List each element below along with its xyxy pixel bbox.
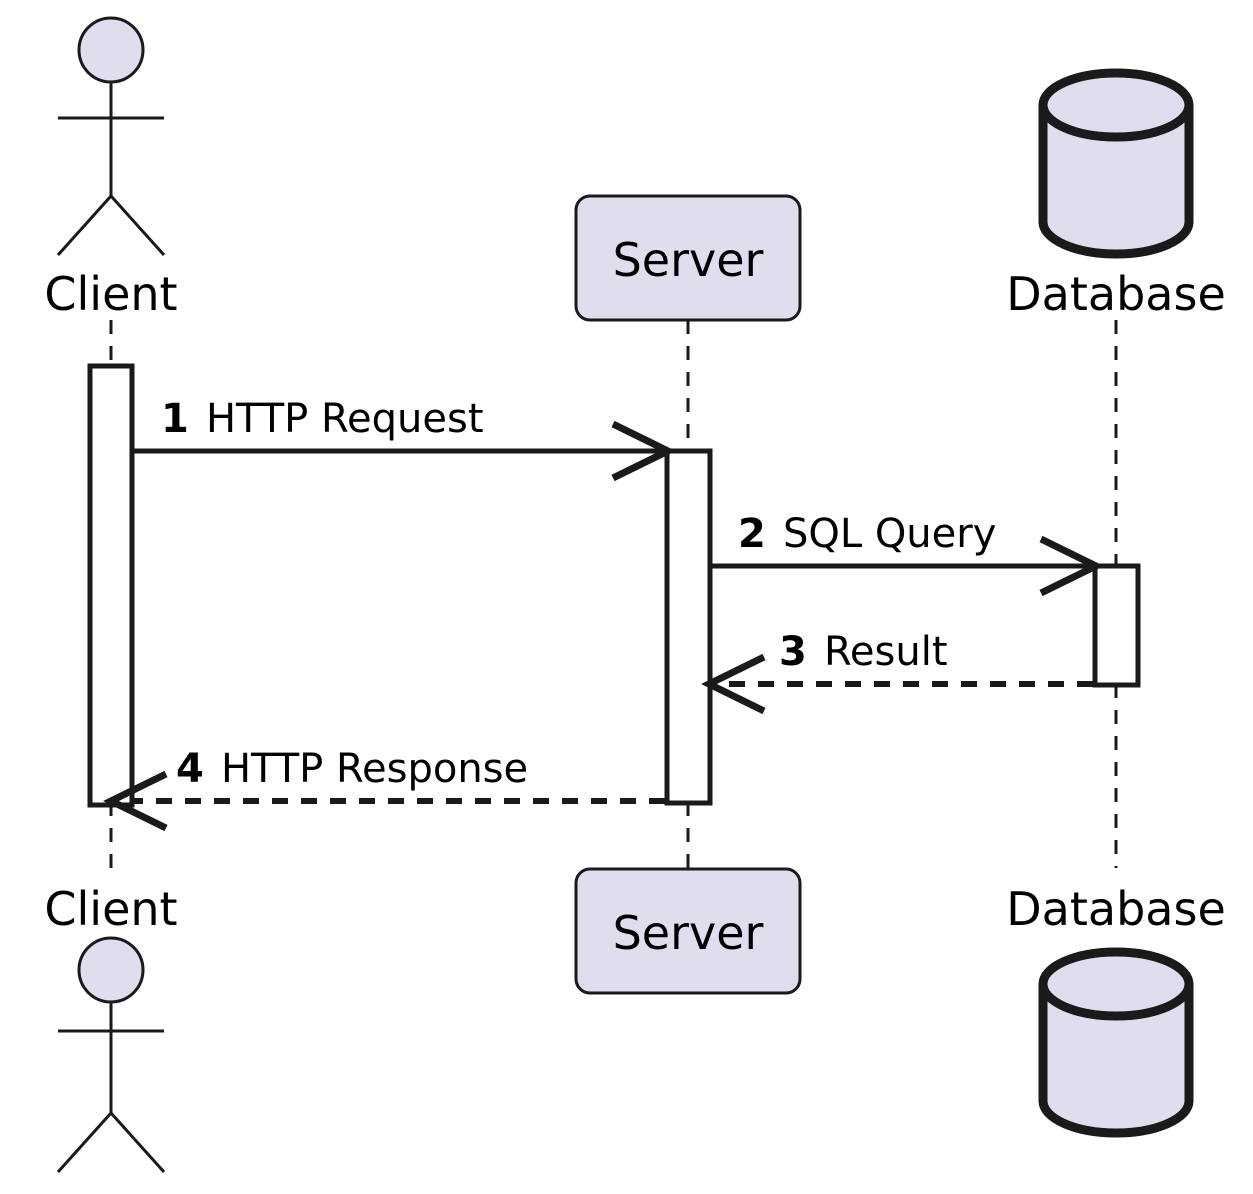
activation-bars bbox=[87, 363, 1141, 808]
actor-head-icon-bottom bbox=[77, 936, 145, 1004]
message-1-label: 1 HTTP Request bbox=[161, 396, 484, 442]
message-1[interactable]: 1 HTTP Request bbox=[134, 396, 676, 482]
actor-leg-right bbox=[109, 194, 166, 257]
participant-client-bottom[interactable]: Client bbox=[44, 882, 178, 1174]
database-cylinder-body-bottom bbox=[1038, 979, 1194, 1138]
actor-leg-right-bottom bbox=[109, 1111, 166, 1174]
participant-label-server-top: Server bbox=[613, 233, 764, 287]
participant-label-server-bottom: Server bbox=[613, 906, 764, 960]
message-1-text: HTTP Request bbox=[206, 396, 484, 442]
lifelines bbox=[109, 320, 1118, 868]
participant-label-database-bottom: Database bbox=[1006, 882, 1226, 936]
actor-leg-left bbox=[56, 194, 113, 257]
database-cylinder-body-top bbox=[1038, 100, 1194, 259]
participant-client-top[interactable]: Client bbox=[44, 16, 178, 321]
database-cylinder-top-ellipse bbox=[1038, 68, 1194, 142]
activation-bar-client[interactable] bbox=[87, 363, 135, 808]
message-4[interactable]: 4 HTTP Response bbox=[103, 746, 665, 832]
actor-head-icon bbox=[77, 16, 145, 84]
message-3-arrowhead-icon bbox=[701, 653, 766, 715]
actor-leg-left-bottom bbox=[56, 1111, 113, 1174]
message-4-text: HTTP Response bbox=[221, 746, 528, 792]
participant-server-bottom[interactable]: Server bbox=[574, 867, 802, 995]
participant-label-client-top: Client bbox=[44, 267, 177, 321]
server-box-top bbox=[574, 194, 802, 322]
message-3[interactable]: 3 Result bbox=[701, 629, 1093, 715]
message-2-text: SQL Query bbox=[783, 511, 996, 557]
message-3-text: Result bbox=[824, 629, 948, 675]
activation-bar-server[interactable] bbox=[664, 448, 713, 806]
server-box-bottom bbox=[574, 867, 802, 995]
message-2-arrowhead-icon bbox=[1039, 535, 1104, 597]
message-3-seq: 3 bbox=[779, 629, 807, 675]
message-4-seq: 4 bbox=[176, 746, 204, 792]
participant-label-client-bottom: Client bbox=[44, 882, 177, 936]
participant-server-top[interactable]: Server bbox=[574, 194, 802, 322]
message-4-label: 4 HTTP Response bbox=[176, 746, 528, 792]
message-1-seq: 1 bbox=[161, 396, 189, 442]
participant-database-top[interactable]: Database bbox=[1006, 68, 1226, 321]
message-3-label: 3 Result bbox=[779, 629, 948, 675]
message-2-label: 2 SQL Query bbox=[738, 511, 996, 557]
database-cylinder-top-ellipse-bottom bbox=[1038, 947, 1194, 1021]
participant-label-database-top: Database bbox=[1006, 267, 1226, 321]
message-2-seq: 2 bbox=[738, 511, 766, 557]
message-2[interactable]: 2 SQL Query bbox=[712, 511, 1104, 597]
activation-bar-database[interactable] bbox=[1092, 563, 1141, 688]
message-4-arrowhead-icon bbox=[103, 770, 168, 832]
participant-database-bottom[interactable]: Database bbox=[1006, 882, 1226, 1138]
message-1-arrowhead-icon bbox=[611, 420, 676, 482]
